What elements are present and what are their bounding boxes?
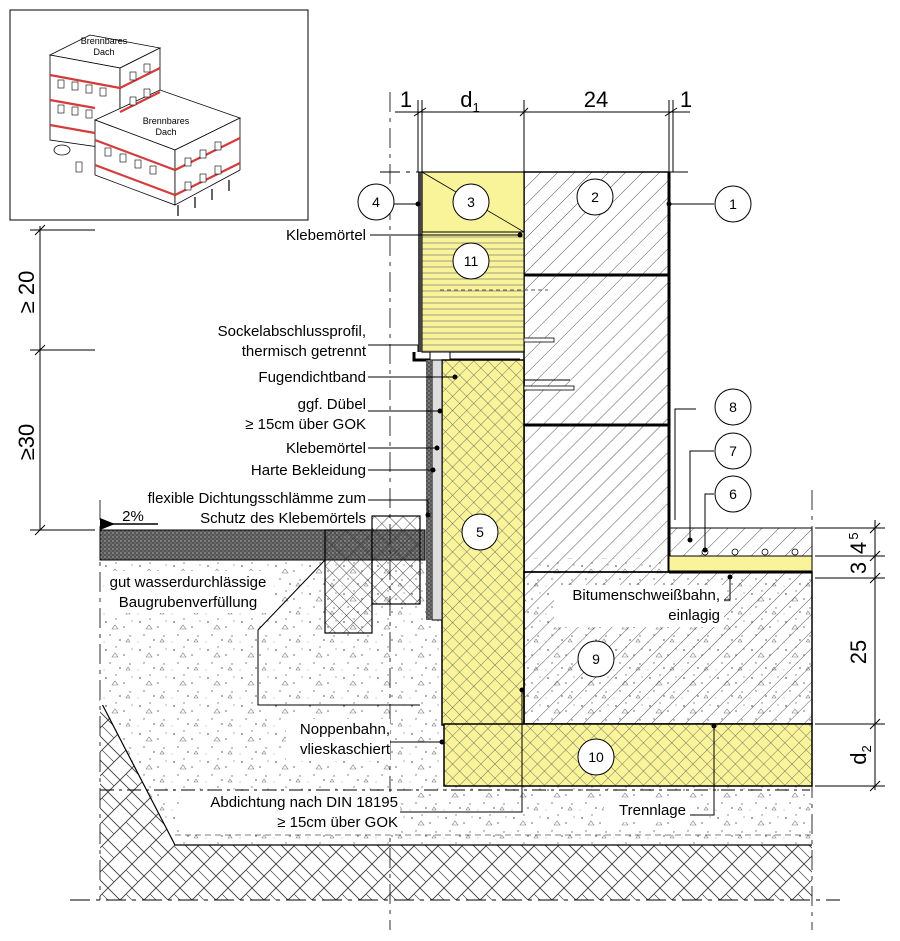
- bubble-2: 2: [576, 178, 614, 216]
- dim-right-4: 4: [846, 542, 871, 554]
- label-bitumen-2: einlagig: [668, 607, 720, 624]
- label-abdichtung-1: Abdichtung nach DIN 18195: [210, 794, 398, 811]
- dim-right-25: 25: [846, 640, 871, 664]
- svg-text:11: 11: [464, 253, 479, 269]
- text-labels: Klebemörtel Sockelabschlussprofil, therm…: [104, 227, 724, 834]
- slope-label: 2%: [122, 508, 144, 525]
- bubble-11: 11: [452, 242, 490, 280]
- dim-top-d1-main: d: [460, 87, 472, 112]
- bubble-8: 8: [714, 388, 752, 426]
- svg-text:2: 2: [591, 189, 599, 205]
- svg-text:3: 3: [467, 194, 475, 210]
- dim-right-d2-sub: 2: [859, 745, 874, 752]
- svg-text:8: 8: [729, 399, 737, 415]
- left-dimension: [30, 224, 95, 536]
- label-verfuellung-1: gut wasserdurchlässige: [110, 574, 267, 591]
- dim-top-right: 1: [680, 87, 692, 112]
- floor-finish: [668, 527, 813, 557]
- svg-text:1: 1: [729, 196, 737, 212]
- svg-text:5: 5: [476, 524, 484, 540]
- svg-text:6: 6: [729, 486, 737, 502]
- bubble-6: 6: [714, 475, 752, 513]
- curb-stone-lower: [324, 529, 373, 634]
- label-sockel-1: Sockelabschlussprofil,: [218, 323, 366, 340]
- leader-dots: [415, 201, 733, 745]
- label-duebel-1: ggf. Dübel: [298, 396, 366, 413]
- dim-left-ge20: ≥ 20: [14, 271, 39, 314]
- bubble-10: 10: [577, 738, 615, 776]
- label-noppen-2: vlieskaschiert: [300, 741, 391, 758]
- number-bubbles: 1 2 3 4 5 6 7 8 9 10 11: [357, 178, 752, 776]
- label-trennlage: Trennlage: [619, 802, 686, 819]
- label-bitumen-1: Bitumenschweißbahn,: [572, 587, 720, 604]
- label-verfuellung-2: Baugrubenverfüllung: [119, 594, 257, 611]
- inset-roof-label-1a: Brennbares: [81, 36, 128, 46]
- masonry-wall: [523, 171, 671, 573]
- top-dimension: [395, 100, 690, 172]
- svg-text:9: 9: [592, 651, 600, 667]
- bubble-1: 1: [714, 185, 752, 223]
- label-harte: Harte Bekleidung: [251, 462, 366, 479]
- curb-stone-upper: [371, 515, 421, 605]
- right-dimension: [815, 520, 885, 792]
- dim-top-24: 24: [584, 87, 608, 112]
- dim-top-d1: d1: [460, 87, 479, 115]
- bubble-5: 5: [461, 513, 499, 551]
- dim-top-d1-sub: 1: [473, 100, 480, 115]
- label-fugendicht: Fugendichtband: [258, 369, 366, 386]
- svg-text:10: 10: [588, 749, 604, 765]
- svg-text:4: 4: [372, 194, 380, 210]
- inset-roof-label-1b: Dach: [93, 47, 114, 57]
- label-klebemoertel-top: Klebemörtel: [286, 227, 366, 244]
- bubble-3: 3: [452, 183, 490, 221]
- inset-roof-label-2b: Dach: [155, 127, 176, 137]
- dim-right-d2-main: d: [846, 752, 871, 764]
- base-profile: [412, 351, 520, 362]
- dim-right-3: 3: [846, 562, 871, 574]
- label-duebel-2: ≥ 15cm über GOK: [245, 416, 366, 433]
- label-schlaemme-2: Schutz des Klebemörtels: [200, 510, 366, 527]
- label-schlaemme-1: flexible Dichtungsschlämme zum: [148, 490, 366, 507]
- bubble-9: 9: [577, 640, 615, 678]
- dim-right-5: 5: [846, 532, 861, 539]
- bubble-7: 7: [714, 432, 752, 470]
- dim-left-ge30: ≥30: [14, 424, 39, 461]
- label-klebemoertel-2: Klebemörtel: [286, 440, 366, 457]
- label-sockel-2: thermisch getrennt: [242, 343, 367, 360]
- bubble-4: 4: [357, 183, 395, 221]
- dim-right-d2: d2: [846, 745, 874, 764]
- dowel-upper: [523, 337, 555, 343]
- inset-isometric: Brennbares Dach Brennbares Dach: [9, 9, 309, 221]
- foundation-insulation: [443, 723, 813, 787]
- label-abdichtung-2: ≥ 15cm über GOK: [277, 814, 398, 831]
- inset-roof-label-2a: Brennbares: [143, 116, 190, 126]
- dim-top-left: 1: [400, 87, 412, 112]
- svg-text:7: 7: [729, 443, 737, 459]
- label-noppen-1: Noppenbahn,: [300, 721, 390, 738]
